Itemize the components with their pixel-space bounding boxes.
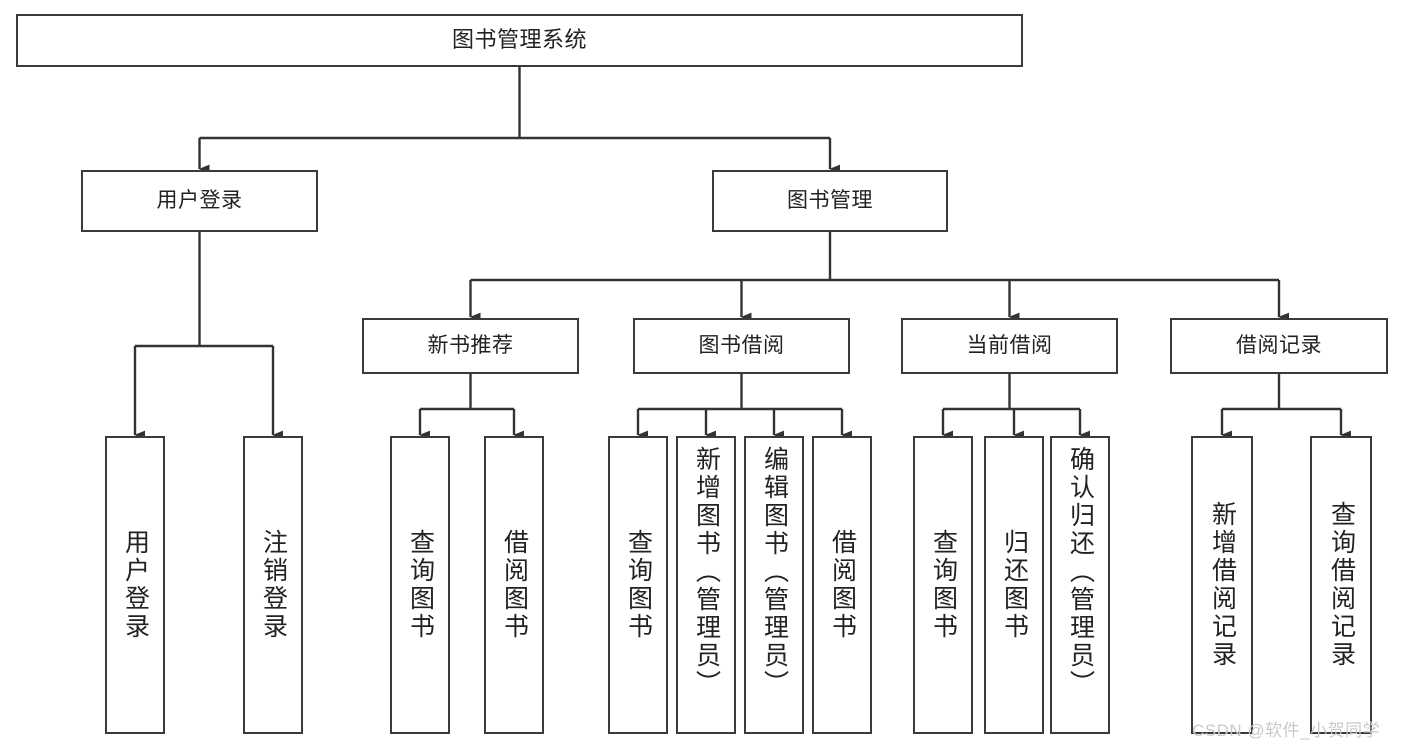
node-label: 新书推荐	[427, 334, 514, 358]
node-leaf-query-book-2[interactable]: 查询图书	[608, 436, 668, 734]
node-label: 借阅图书	[500, 529, 529, 641]
node-label: 归还图书	[1000, 529, 1029, 641]
node-leaf-query-book-3[interactable]: 查询图书	[913, 436, 973, 734]
node-leaf-add-borrow-record[interactable]: 新增借阅记录	[1191, 436, 1253, 734]
node-label: 注销登录	[259, 529, 288, 641]
node-leaf-logout-login[interactable]: 注销登录	[243, 436, 303, 734]
node-borrow-record[interactable]: 借阅记录	[1170, 318, 1388, 374]
node-label: 查询图书	[624, 529, 653, 641]
node-label: 图书管理	[787, 189, 873, 213]
node-label: 借阅记录	[1236, 334, 1322, 358]
node-leaf-return-book[interactable]: 归还图书	[984, 436, 1044, 734]
node-leaf-user-login[interactable]: 用户登录	[105, 436, 165, 734]
node-label: 当前借阅	[966, 334, 1053, 358]
node-leaf-query-book-1[interactable]: 查询图书	[390, 436, 450, 734]
node-label: 查询图书	[406, 529, 435, 641]
node-leaf-add-book-admin[interactable]: 新增图书（管理员）	[676, 436, 736, 734]
node-label: 确认归还（管理员）	[1066, 446, 1095, 698]
node-label: 新增借阅记录	[1208, 501, 1237, 669]
node-label: 用户登录	[121, 529, 150, 641]
node-current-borrow[interactable]: 当前借阅	[901, 318, 1118, 374]
node-book-manage[interactable]: 图书管理	[712, 170, 948, 232]
node-user-login[interactable]: 用户登录	[81, 170, 318, 232]
node-new-book-recommend[interactable]: 新书推荐	[362, 318, 579, 374]
node-book-borrow[interactable]: 图书借阅	[633, 318, 850, 374]
node-leaf-borrow-book-1[interactable]: 借阅图书	[484, 436, 544, 734]
node-leaf-query-borrow-record[interactable]: 查询借阅记录	[1310, 436, 1372, 734]
node-leaf-borrow-book-2[interactable]: 借阅图书	[812, 436, 872, 734]
node-label: 借阅图书	[828, 529, 857, 641]
node-label: 新增图书（管理员）	[692, 446, 721, 698]
node-label: 查询借阅记录	[1327, 501, 1356, 669]
node-label: 编辑图书（管理员）	[760, 446, 789, 698]
node-label: 图书管理系统	[451, 27, 587, 53]
node-root-system[interactable]: 图书管理系统	[16, 14, 1023, 67]
node-leaf-confirm-return-admin[interactable]: 确认归还（管理员）	[1050, 436, 1110, 734]
node-label: 查询图书	[929, 529, 958, 641]
watermark: CSDN @软件_小贺同学	[1192, 721, 1381, 740]
node-leaf-edit-book-admin[interactable]: 编辑图书（管理员）	[744, 436, 804, 734]
node-label: 图书借阅	[698, 334, 785, 358]
node-label: 用户登录	[156, 189, 243, 213]
